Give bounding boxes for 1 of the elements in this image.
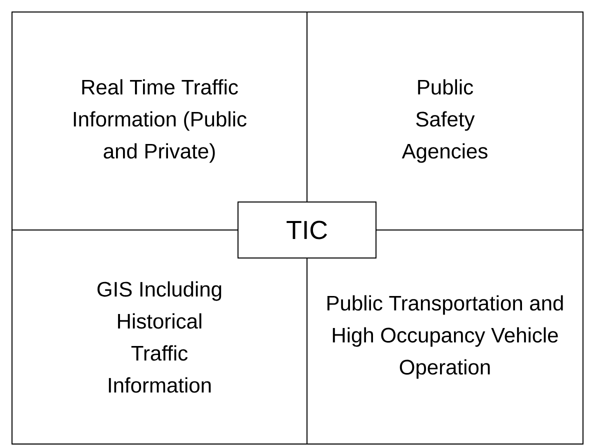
center-box: TIC	[238, 202, 376, 258]
